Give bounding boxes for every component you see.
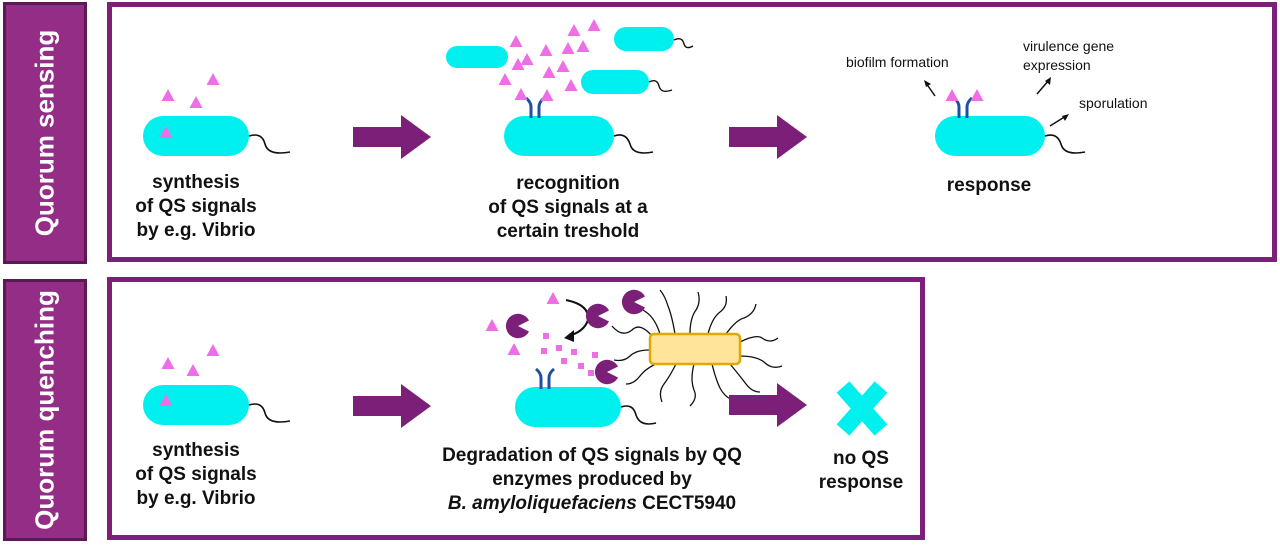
response-arrows (924, 77, 1069, 127)
caption-line: synthesis (152, 172, 240, 193)
sidebar-quorum-quenching: Quorum quenching (3, 279, 87, 541)
virulence-line: expression (1023, 57, 1091, 73)
caption-line: response (818, 472, 904, 493)
bacterium-icon (143, 385, 291, 425)
degraded-signal-fragments (541, 333, 598, 376)
qq-step2-caption: Degradation of QS signals by QQ enzymes … (416, 444, 768, 516)
bacterium-icon (143, 116, 291, 156)
qs-step2-caption: recognition of QS signals at a certain t… (468, 172, 668, 244)
caption-line: of QS signals at a (488, 197, 648, 218)
caption-line: enzymes produced by (492, 469, 692, 490)
qq-step3-caption: no QS response (806, 447, 916, 495)
bacterium-icon (935, 116, 1086, 156)
no-response-cross-icon (836, 381, 888, 436)
virulence-label: virulence gene expression (1023, 37, 1114, 75)
caption-line: B. amyloliquefaciens CECT5940 (416, 492, 768, 516)
panel-quorum-sensing (107, 2, 1277, 262)
virulence-line: virulence gene (1023, 38, 1115, 54)
process-arrow-icon (729, 115, 807, 159)
caption-line: no QS (833, 448, 889, 469)
qs-signal-icon (945, 89, 984, 101)
caption-line: of QS signals (135, 464, 257, 485)
sidebar-quorum-sensing: Quorum sensing (3, 2, 87, 264)
bacterium-icon (446, 27, 694, 156)
bacillus-icon (611, 289, 783, 407)
strain-name: CECT5940 (636, 493, 737, 514)
caption-line: response (946, 175, 1032, 196)
qq-enzyme-icon (505, 289, 645, 385)
caption-line: by e.g. Vibrio (136, 488, 256, 509)
species-name: B. amyloliquefaciens (447, 493, 637, 514)
caption-line: certain treshold (496, 221, 640, 242)
caption-line: synthesis (152, 440, 240, 461)
caption-line: recognition (516, 173, 620, 194)
biofilm-label: biofilm formation (846, 54, 949, 70)
qs-step1-caption: synthesis of QS signals by e.g. Vibrio (116, 171, 276, 243)
caption-line: Degradation of QS signals by QQ (442, 445, 742, 466)
process-arrow-icon (353, 115, 431, 159)
caption-line: of QS signals (135, 196, 257, 217)
sporulation-label: sporulation (1079, 95, 1148, 111)
qq-step1-caption: synthesis of QS signals by e.g. Vibrio (116, 439, 276, 511)
process-arrow-icon (729, 383, 807, 427)
process-arrow-icon (353, 384, 431, 428)
curved-arrow (564, 299, 590, 342)
qs-step3-caption: response (930, 174, 1048, 198)
receptor-icon (534, 367, 556, 391)
bacterium-icon (515, 387, 657, 427)
caption-line: by e.g. Vibrio (136, 220, 256, 241)
